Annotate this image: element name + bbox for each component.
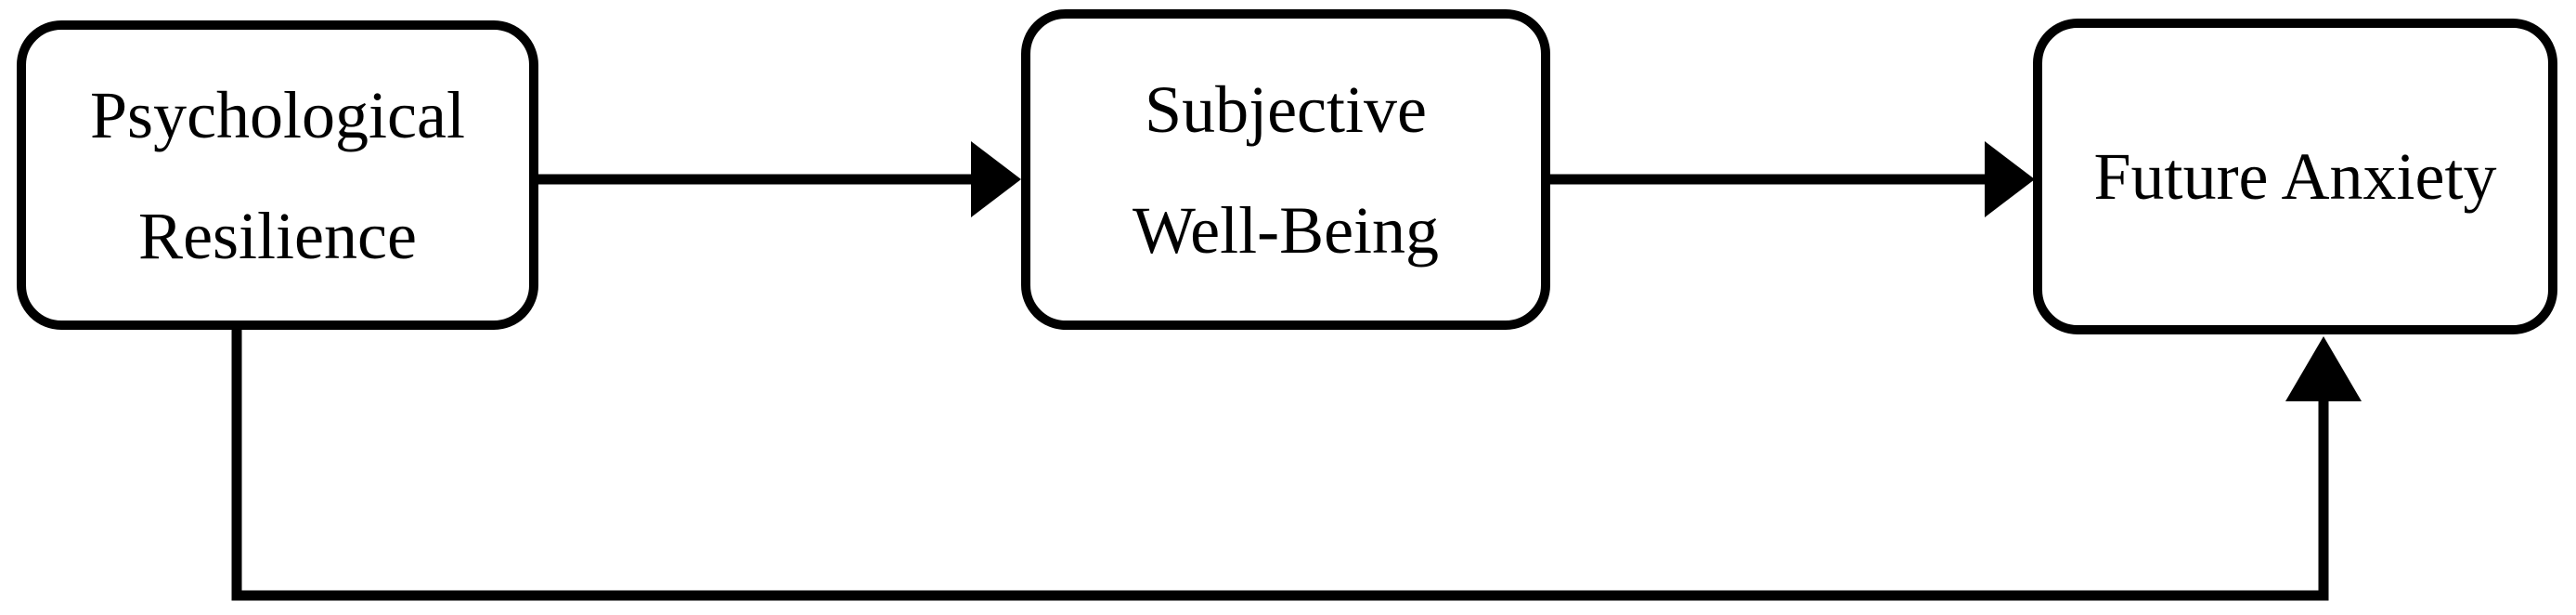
edge-wellbeing-to-anxiety-arrowhead	[1985, 141, 2035, 217]
node-psychological-resilience-label-line-2: Resilience	[138, 198, 417, 273]
node-future-anxiety[interactable]: Future Anxiety	[2033, 19, 2557, 334]
edge-resilience-to-wellbeing-arrowhead	[971, 141, 1021, 217]
node-psychological-resilience[interactable]: Psychological Resilience	[17, 20, 538, 330]
node-future-anxiety-label-line-1: Future Anxiety	[2093, 139, 2497, 214]
node-psychological-resilience-label-line-1: Psychological	[90, 77, 465, 152]
node-subjective-well-being-label-line-2: Well-Being	[1132, 192, 1440, 268]
edge-resilience-to-anxiety-direct-line	[231, 327, 2329, 601]
edge-wellbeing-to-anxiety[interactable]	[1548, 141, 2035, 217]
edge-resilience-to-wellbeing[interactable]	[537, 141, 1021, 217]
node-subjective-well-being-label-line-1: Subjective	[1145, 72, 1427, 147]
edge-resilience-to-anxiety-direct-arrowhead	[2285, 336, 2362, 401]
edge-resilience-to-anxiety-direct[interactable]	[231, 327, 2362, 601]
node-subjective-well-being[interactable]: Subjective Well-Being	[1021, 9, 1550, 330]
